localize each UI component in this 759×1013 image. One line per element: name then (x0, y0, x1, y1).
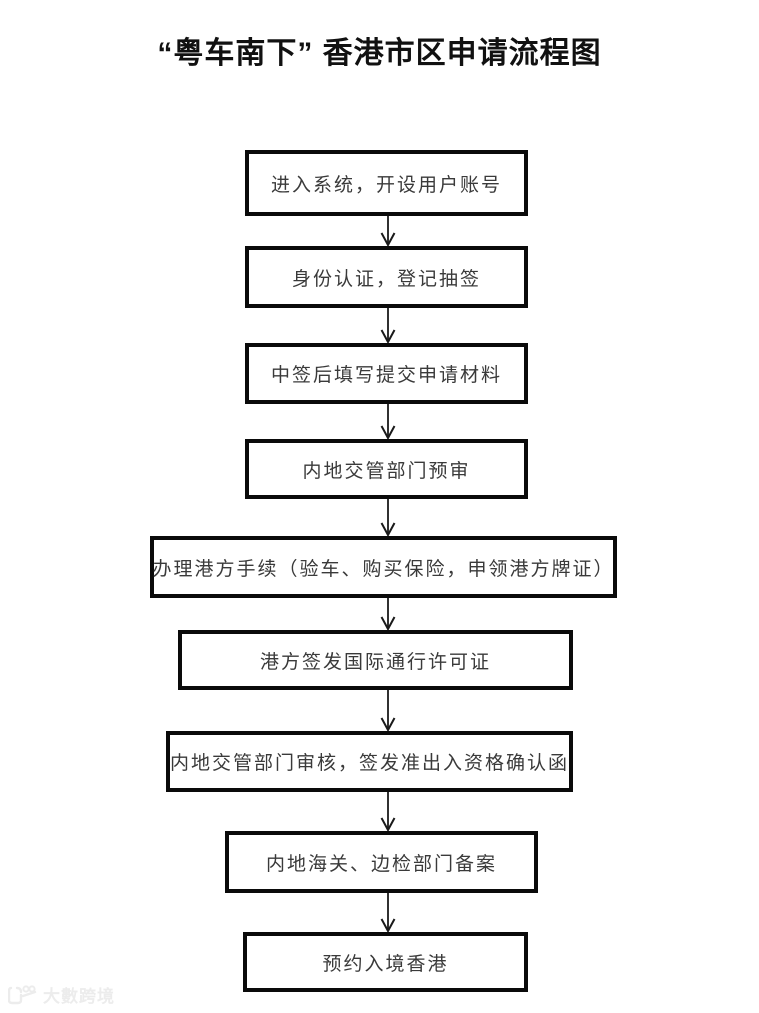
flow-connector-arrow (376, 893, 400, 934)
flow-node-9: 预约入境香港 (243, 932, 528, 992)
watermark-label: 大數跨境 (43, 987, 115, 1006)
flow-node-1: 进入系统，开设用户账号 (245, 150, 528, 216)
page-title: “粤车南下” 香港市区申请流程图 (157, 37, 602, 70)
flow-node-3: 中签后填写提交申请材料 (245, 343, 528, 404)
flow-node-4: 内地交管部门预审 (245, 439, 528, 499)
flow-node-label: 身份认证，登记抽签 (291, 268, 481, 290)
flow-node-label: 内地海关、边检部门备案 (265, 853, 497, 875)
flow-node-label: 办理港方手续（验车、购买保险，申领港方牌证） (152, 558, 615, 580)
flow-node-7: 内地交管部门审核，签发准出入资格确认函 (166, 731, 573, 792)
flow-node-label: 进入系统，开设用户账号 (270, 174, 502, 196)
flow-node-label: 中签后填写提交申请材料 (270, 365, 502, 386)
flow-connector-arrow (376, 308, 400, 345)
flow-node-2: 身份认证，登记抽签 (245, 246, 528, 308)
flow-node-8: 内地海关、边检部门备案 (225, 831, 538, 893)
flow-connector-arrow (376, 499, 400, 538)
camera-logo-icon (7, 984, 38, 1006)
flow-node-label: 内地交管部门预审 (302, 460, 471, 482)
flow-connector-arrow (376, 598, 400, 632)
flow-node-label: 内地交管部门审核，签发准出入资格确认函 (170, 753, 570, 774)
flow-node-label: 预约入境香港 (322, 953, 449, 975)
flow-connector-arrow (376, 404, 400, 441)
flow-connector-arrow (376, 216, 400, 248)
flow-node-5: 办理港方手续（验车、购买保险，申领港方牌证） (150, 536, 617, 598)
flow-connector-arrow (376, 792, 400, 833)
flow-connector-arrow (376, 690, 400, 733)
flow-node-label: 港方签发国际通行许可证 (259, 651, 491, 673)
flow-node-6: 港方签发国际通行许可证 (178, 630, 573, 690)
watermark: 大數跨境 (7, 982, 115, 1007)
